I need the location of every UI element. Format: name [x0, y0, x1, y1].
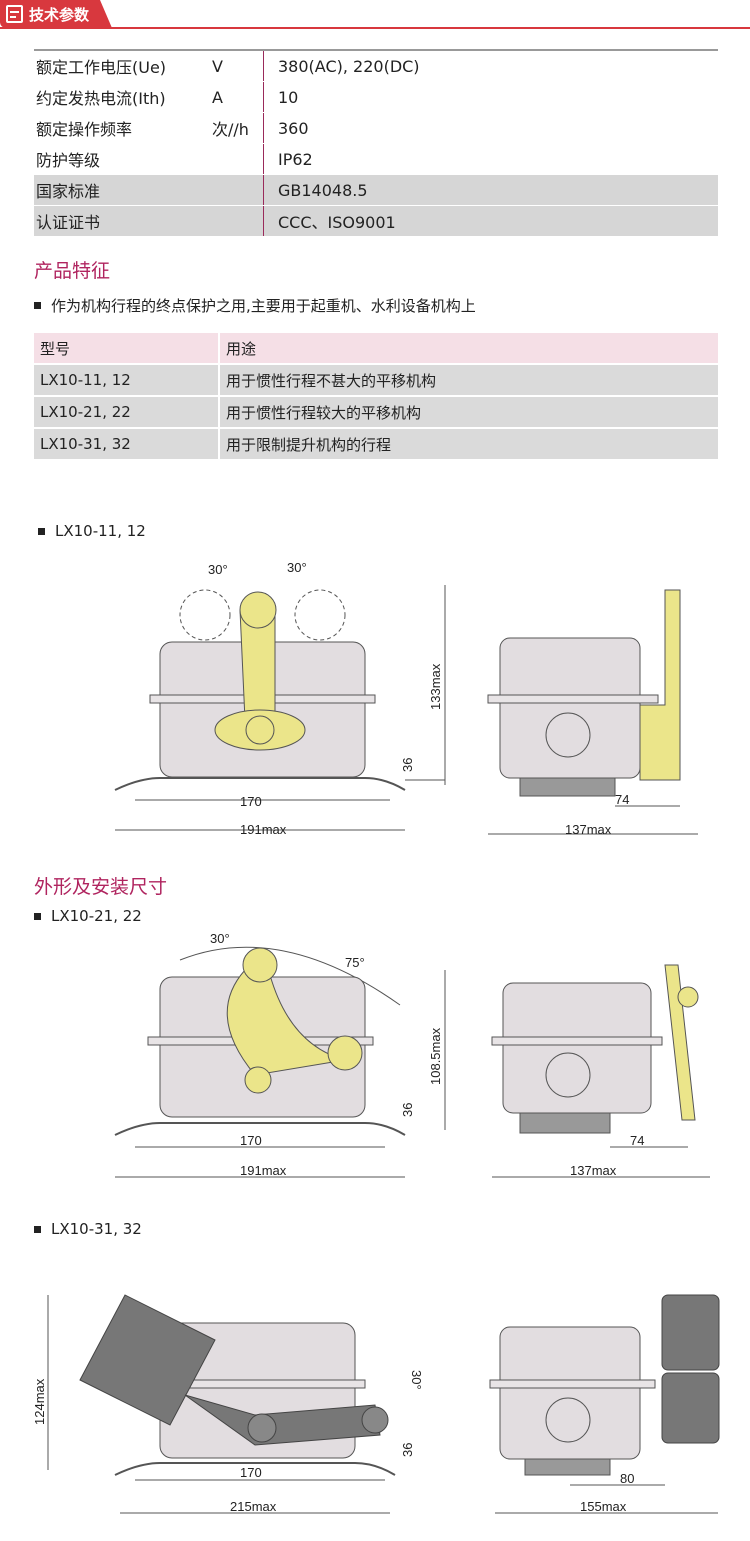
- angle-right-label: 75°: [345, 955, 365, 970]
- cell-model: LX10-31, 32: [34, 429, 218, 459]
- mount-width-label: 170: [240, 794, 262, 809]
- spec-value: IP62: [263, 144, 313, 174]
- drawing-lx10-31: 124max 30° 36 170 215max 80 155max: [32, 1294, 720, 1514]
- model-label: LX10-21, 22: [34, 907, 142, 925]
- angle-right-label: 30°: [287, 560, 307, 575]
- depth-label: 137max: [570, 1163, 617, 1178]
- header-model: 型号: [34, 333, 218, 363]
- divider: [0, 27, 750, 29]
- spec-name: 国家标准: [36, 182, 101, 201]
- spec-row: 额定操作频率 次//h 360: [34, 113, 718, 143]
- spec-value: 360: [263, 113, 309, 143]
- height-label: 124max: [32, 1378, 47, 1425]
- spec-row: 国家标准 GB14048.5: [34, 175, 718, 205]
- model-name: LX10-31, 32: [51, 1220, 142, 1238]
- model-name: LX10-11, 12: [55, 522, 146, 540]
- depth-label: 155max: [580, 1499, 627, 1514]
- mount-width-label: 170: [240, 1465, 262, 1480]
- feature-bullet: 作为机构行程的终点保护之用,主要用于起重机、水利设备机构上: [34, 295, 476, 316]
- cell-usage: 用于惯性行程较大的平移机构: [220, 397, 718, 427]
- drawing-lx10-11: 30° 30° 133max 36 170 191max 74 137max: [114, 560, 698, 837]
- spec-row: 认证证书 CCC、ISO9001: [34, 206, 718, 236]
- base-height-label: 36: [400, 1443, 415, 1457]
- feature-text: 作为机构行程的终点保护之用,主要用于起重机、水利设备机构上: [51, 297, 476, 315]
- section-tab-tech-params: 技术参数: [0, 0, 112, 28]
- total-width-label: 215max: [230, 1499, 277, 1514]
- side-offset-label: 80: [620, 1471, 634, 1486]
- dimensions-title: 外形及安装尺寸: [34, 876, 168, 898]
- spec-value: CCC、ISO9001: [263, 206, 396, 236]
- model-label: LX10-31, 32: [34, 1220, 142, 1238]
- base-height-label: 36: [400, 758, 415, 772]
- model-label: LX10-11, 12: [38, 522, 146, 540]
- spec-name: 认证证书: [36, 213, 101, 232]
- mount-width-label: 170: [240, 1133, 262, 1148]
- spec-value: 380(AC), 220(DC): [263, 51, 420, 81]
- side-offset-label: 74: [630, 1133, 644, 1148]
- document-icon: [6, 5, 23, 23]
- height-label: 108.5max: [428, 1027, 443, 1085]
- drawing-lx10-21: 30° 75° 108.5max 36 170 191max 74 137max: [114, 931, 710, 1178]
- spec-value: GB14048.5: [263, 175, 368, 205]
- features-title: 产品特征: [34, 260, 111, 282]
- angle-label: 30°: [409, 1370, 424, 1390]
- table-header: 型号用途: [34, 333, 718, 363]
- angle-left-label: 30°: [208, 562, 228, 577]
- spec-row: 额定工作电压(Ue) V 380(AC), 220(DC): [34, 51, 718, 81]
- spec-name: 防护等级: [36, 151, 101, 170]
- model-name: LX10-21, 22: [51, 907, 142, 925]
- cell-model: LX10-21, 22: [34, 397, 218, 427]
- spec-name: 额定操作频率: [36, 120, 133, 139]
- side-offset-label: 74: [615, 792, 629, 807]
- total-width-label: 191max: [240, 1163, 287, 1178]
- spec-name: 额定工作电压(Ue): [36, 58, 167, 77]
- spec-row: 约定发热电流(Ith) A 10: [34, 82, 718, 112]
- spec-unit: A: [212, 87, 223, 107]
- cell-usage: 用于惯性行程不甚大的平移机构: [220, 365, 718, 395]
- spec-row: 防护等级 IP62: [34, 144, 718, 174]
- spec-name: 约定发热电流(Ith): [36, 89, 166, 108]
- height-label: 133max: [428, 663, 443, 710]
- depth-label: 137max: [565, 822, 612, 837]
- spec-unit: 次//h: [212, 120, 249, 139]
- spec-value: 10: [263, 82, 298, 112]
- angle-left-label: 30°: [210, 931, 230, 946]
- cell-usage: 用于限制提升机构的行程: [220, 429, 718, 459]
- spec-unit: V: [212, 56, 223, 76]
- cell-model: LX10-11, 12: [34, 365, 218, 395]
- spec-table: 额定工作电压(Ue) V 380(AC), 220(DC) 约定发热电流(Ith) A 1…: [34, 49, 718, 237]
- base-height-label: 36: [400, 1103, 415, 1117]
- total-width-label: 191max: [240, 822, 287, 837]
- header-usage: 用途: [220, 333, 718, 363]
- tab-title: 技术参数: [29, 5, 90, 24]
